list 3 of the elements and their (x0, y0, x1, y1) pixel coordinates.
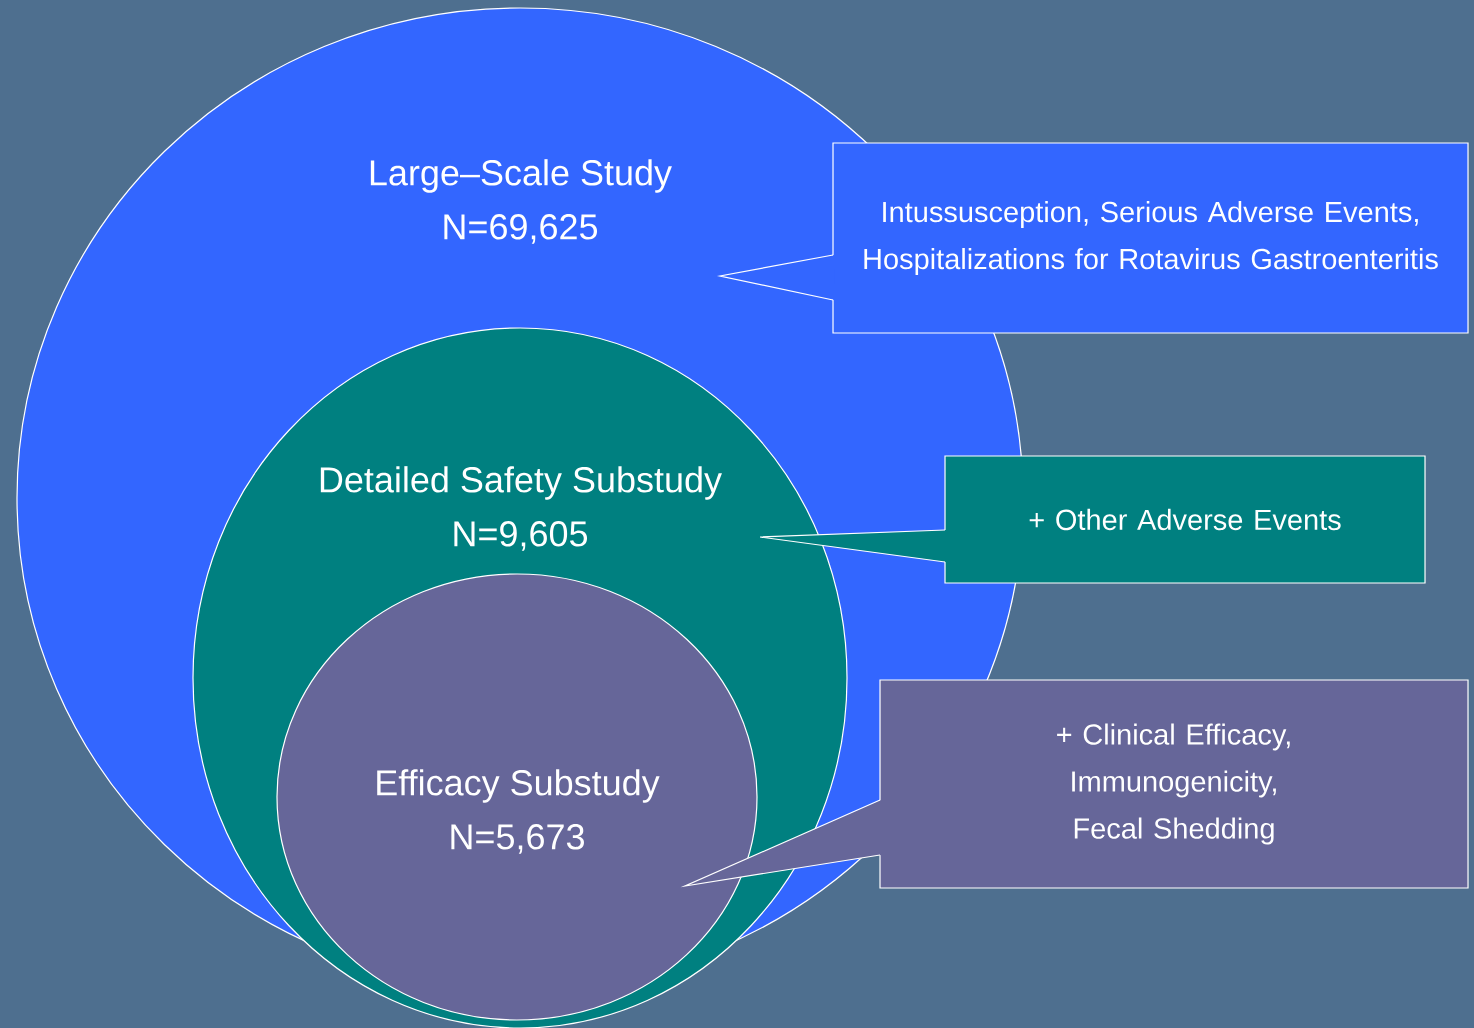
speech-callout: Intussusception, Serious Adverse Events, Hospitalizations for Rotavirus Gastroenteritis (716, 142, 1469, 334)
speech-callout: + Other Adverse Events (759, 455, 1426, 584)
speech-callout: + Clinical Efficacy, Immunogenicity, Fecal Shedding (680, 679, 1469, 889)
